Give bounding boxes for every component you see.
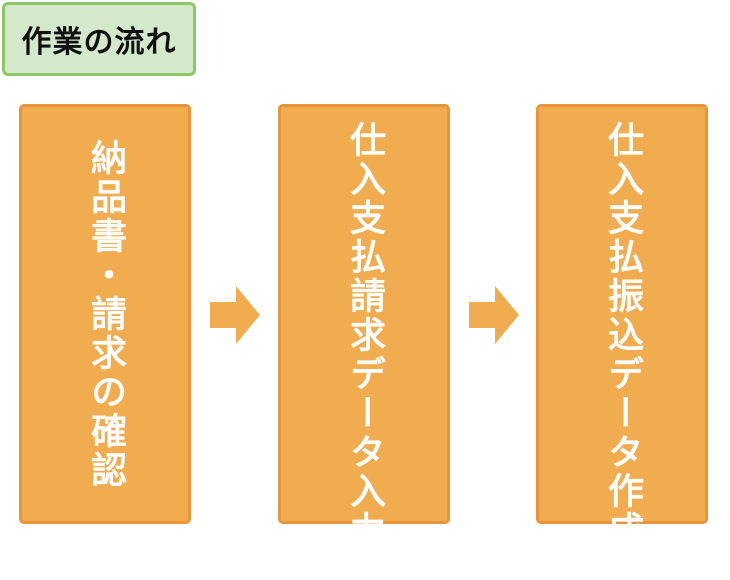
page-title: 作業の流れ <box>21 25 177 60</box>
step-box-2: 仕入支払請求データ入力 <box>278 104 450 550</box>
step-label-1: 納品書・請求の確認 <box>85 138 126 490</box>
right-arrow-icon <box>469 286 519 344</box>
step-label-2: 仕入支払請求データ入力 <box>344 121 385 550</box>
step-box-1: 納品書・請求の確認 <box>19 104 191 524</box>
title-box: 作業の流れ <box>2 2 196 76</box>
step-box-3: 仕入支払振込データ作成 <box>536 104 708 550</box>
step-label-3: 仕入支払振込データ作成 <box>602 121 643 550</box>
right-arrow-icon <box>210 286 260 344</box>
